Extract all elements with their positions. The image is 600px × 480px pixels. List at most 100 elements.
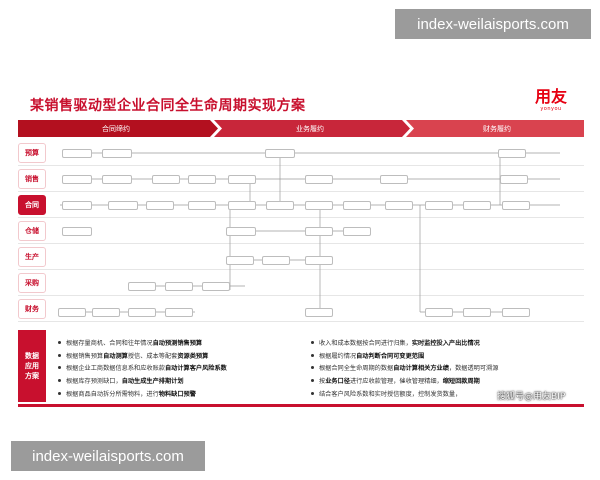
row-warehouse: 仓储 (18, 218, 584, 244)
phase-banner: 合同缔约 业务履约 财务履约 (18, 120, 584, 137)
row-label-procurement: 采购 (18, 273, 46, 293)
phase-chevron-3 (406, 120, 584, 137)
flow-node (385, 201, 413, 210)
bullet-list-right: 收入和成本数据按合同进行归集，实时监控投入产出比情况根据履约情况自动判断合同可变… (311, 336, 581, 400)
bullet-item: 根据合同全生命周期的数据自动计算相关方业绩，数据透明可溯源 (311, 362, 581, 375)
bullet-dot-icon (311, 392, 314, 396)
flow-node (305, 175, 333, 184)
bullet-text: 根据库存预测缺口， (66, 378, 122, 386)
flow-node (380, 175, 408, 184)
flow-node (108, 201, 138, 210)
flow-node (62, 149, 92, 158)
bullet-emphasis: 自动计算相关方业绩 (393, 365, 449, 373)
bullet-emphasis: 自动计算客户风险系数 (165, 365, 227, 373)
bullet-dot-icon (58, 379, 61, 383)
flow-node (165, 282, 193, 291)
row-label-contract: 合同 (18, 195, 46, 215)
flow-node (500, 175, 528, 184)
bullet-text: 结合客户风险系数和实时授信额度，控制发货数量， (319, 391, 462, 399)
bullet-text: 根据企业工商数据信息系和应收账款 (66, 365, 165, 373)
row-label-sales: 销售 (18, 169, 46, 189)
bullet-list-left: 根据存量商机、合同和往年情况自动预测销售预算根据销售预算自动测算授信、成本等配套… (58, 336, 298, 400)
flow-node (226, 256, 254, 265)
bullet-text: 根据合同全生命周期的数据 (319, 365, 394, 373)
bullet-emphasis: 自动测算 (103, 352, 128, 360)
flow-node (62, 201, 92, 210)
bullet-emphasis: 自动判断合同可变更范围 (356, 352, 425, 360)
phase-finance-fulfillment: 财务履约 (483, 124, 511, 133)
bullet-item: 根据商品自动拆分所需物料，进行物料缺口预警 (58, 387, 298, 400)
flow-node (128, 282, 156, 291)
logo-main-text: 用友 (535, 87, 568, 106)
row-budget: 预算 (18, 140, 584, 166)
flow-node (425, 308, 453, 317)
bullet-emphasis: 业务口径 (325, 378, 350, 386)
bottom-red-rule (18, 404, 584, 407)
row-finance: 财务 (18, 296, 584, 322)
bullet-emphasis: 物料缺口预警 (158, 391, 196, 399)
flow-node (425, 201, 453, 210)
bullet-text: 根据履约情况 (319, 352, 357, 360)
flow-node (102, 175, 132, 184)
flow-node (202, 282, 230, 291)
row-production: 生产 (18, 244, 584, 270)
bullet-dot-icon (58, 340, 61, 344)
flow-node (165, 308, 193, 317)
diagram-title: 某销售驱动型企业合同全生命周期实现方案 (30, 98, 306, 114)
flow-node (62, 175, 92, 184)
flow-node (58, 308, 86, 317)
flow-node (502, 308, 530, 317)
bullet-dot-icon (311, 353, 314, 357)
bullet-item: 根据销售预算自动测算授信、成本等配套资源类预算 (58, 349, 298, 362)
flow-node (305, 308, 333, 317)
flow-node (128, 308, 156, 317)
bullet-item: 根据库存预测缺口，自动生成生产排期计划 (58, 374, 298, 387)
row-label-production: 生产 (18, 247, 46, 267)
flow-node (262, 256, 290, 265)
flow-node (92, 308, 120, 317)
flow-node (226, 227, 256, 236)
data-application-label: 数据 应用 方案 (18, 330, 46, 402)
flow-node (62, 227, 92, 236)
bullet-emphasis: 实时监控投入产出比情况 (411, 339, 480, 347)
phase-chevron-1 (18, 120, 218, 137)
process-flow-connectors (60, 152, 560, 313)
bullet-item: 根据存量商机、合同和往年情况自动预测销售预算 (58, 336, 298, 349)
row-label-finance: 财务 (18, 299, 46, 319)
row-label-budget: 预算 (18, 143, 46, 163)
bullet-emphasis: 资源类预算 (177, 352, 209, 360)
flow-node (343, 227, 371, 236)
bullet-text: ，数据透明可溯源 (448, 365, 499, 373)
bullet-item: 根据履约情况自动判断合同可变更范围 (311, 349, 581, 362)
row-contract: 合同 (18, 192, 584, 218)
bullet-dot-icon (311, 366, 314, 370)
bullet-item: 根据企业工商数据信息系和应收账款自动计算客户风险系数 (58, 362, 298, 375)
bullet-text: 收入和成本数据按合同进行归集， (319, 339, 412, 347)
bullet-item: 按业务口径进行应收款管理，催收管理精细，缩短回款周期 (311, 374, 581, 387)
flow-node (266, 201, 294, 210)
row-sales: 销售 (18, 166, 584, 192)
bullet-dot-icon (58, 353, 61, 357)
bullet-emphasis: 缩短回款周期 (442, 378, 480, 386)
flow-node (502, 201, 530, 210)
flow-node (228, 201, 256, 210)
flow-node (152, 175, 180, 184)
watermark-bottom: index-weilaisports.com (11, 441, 205, 471)
bullet-text: 授信、成本等配套 (127, 352, 178, 360)
flow-node (305, 227, 333, 236)
bullet-emphasis: 自动生成生产排期计划 (121, 378, 184, 386)
bullet-emphasis: 自动预测销售预算 (152, 339, 203, 347)
bullet-dot-icon (311, 379, 314, 383)
flow-node (343, 201, 371, 210)
watermark-top: index-weilaisports.com (395, 9, 591, 39)
bullet-item: 收入和成本数据按合同进行归集，实时监控投入产出比情况 (311, 336, 581, 349)
flow-node (265, 149, 295, 158)
bullet-text: 根据销售预算 (66, 352, 104, 360)
bullet-text: 根据存量商机、合同和往年情况 (66, 339, 153, 347)
phase-chevrons (18, 120, 584, 137)
flow-node (188, 175, 216, 184)
flow-node (305, 256, 333, 265)
bullet-text: 进行应收款管理，催收管理精细， (349, 378, 443, 386)
flow-node (102, 149, 132, 158)
brand-logo: 用友 yonyou (535, 87, 568, 113)
